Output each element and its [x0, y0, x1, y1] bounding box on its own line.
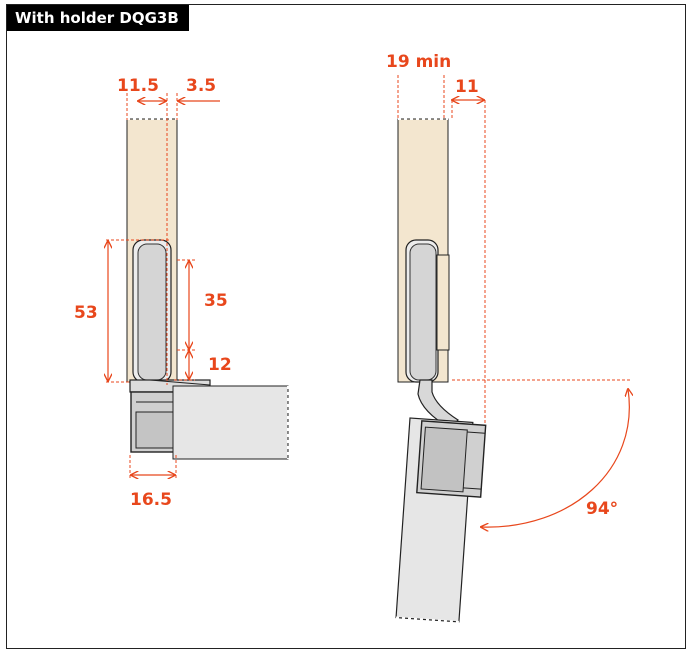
- dim-label-3-5: 3.5: [186, 76, 216, 96]
- diagram-title: With holder DQG3B: [7, 5, 189, 31]
- dim-label-35: 35: [204, 291, 228, 311]
- dim-label-11: 11: [455, 77, 479, 97]
- left-view: 11.5 3.5 53 35 12 16.5: [74, 76, 289, 510]
- left-door-panel: [172, 385, 289, 460]
- diagram-frame: With holder DQG3B: [6, 4, 686, 649]
- dim-label-16-5: 16.5: [130, 490, 172, 510]
- dim-label-53: 53: [74, 303, 98, 323]
- right-view: 19 min 11 94°: [386, 52, 632, 623]
- dim-arc-94: [481, 389, 629, 527]
- dim-label-19-min: 19 min: [386, 52, 451, 72]
- dim-label-12: 12: [208, 355, 232, 375]
- dim-label-94-degrees: 94°: [586, 499, 618, 519]
- right-hinge-arm: [417, 379, 459, 429]
- dim-label-11-5: 11.5: [117, 76, 159, 96]
